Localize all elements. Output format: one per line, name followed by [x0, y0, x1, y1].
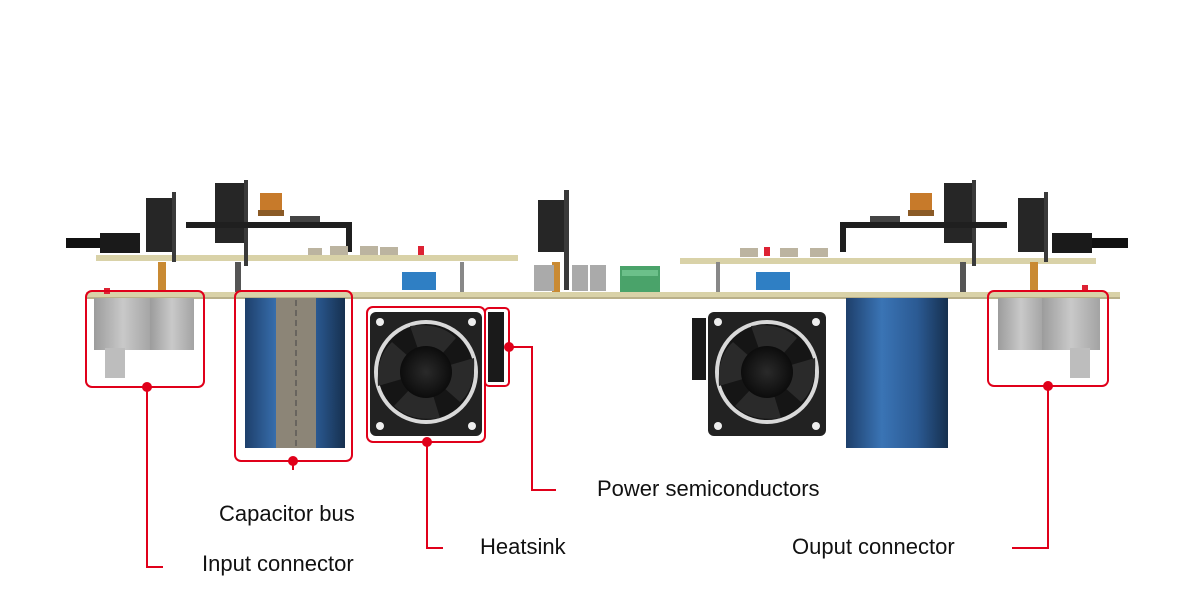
power-semiconductors-leader: [509, 346, 556, 491]
input-connector-part: [94, 298, 152, 350]
right-board: [600, 180, 1128, 448]
output-connector-label: Ouput connector: [792, 534, 955, 559]
callout-dots: [142, 342, 1053, 466]
output-connector-part: [998, 298, 1044, 350]
power-semiconductors-label: Power semiconductors: [597, 476, 820, 501]
upper-pcb-right: [680, 258, 1096, 264]
inductor-left: [260, 193, 282, 213]
input-connector-label: Input connector: [202, 551, 354, 576]
cable-right: [1088, 238, 1128, 248]
fan-right: [708, 312, 826, 436]
inductor-right: [910, 193, 932, 213]
input-connector-leader: [146, 387, 163, 568]
vertical-board-left: [146, 198, 174, 252]
main-pcb-left: [86, 292, 606, 298]
main-pcb-right: [600, 292, 1120, 298]
capacitor-right: [846, 298, 948, 448]
power-semiconductor-part: [488, 312, 504, 382]
cable-left: [66, 238, 104, 248]
output-connector-leader: [1012, 386, 1049, 549]
upper-pcb-left: [96, 255, 518, 261]
fan-left: [370, 312, 482, 436]
left-board: [66, 180, 660, 448]
blue-capacitor-right: [756, 272, 790, 290]
blue-capacitor-left: [402, 272, 436, 290]
heatsink-leader: [426, 442, 443, 549]
green-terminal: [620, 266, 660, 292]
callouts: [85, 290, 1109, 568]
capacitor-bus-label: Capacitor bus: [219, 501, 355, 526]
heatsink-label: Heatsink: [480, 534, 566, 559]
